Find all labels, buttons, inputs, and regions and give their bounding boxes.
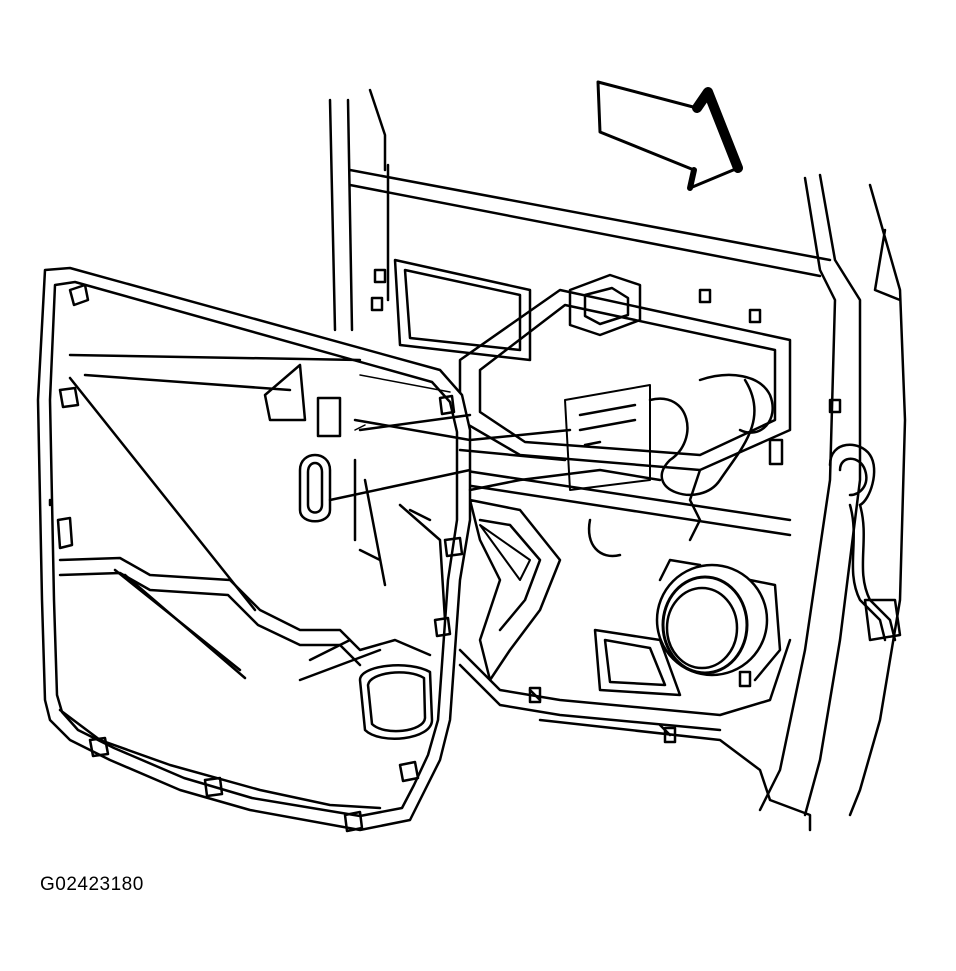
speaker bbox=[655, 558, 782, 682]
wiring-harness bbox=[353, 418, 662, 558]
figure-id-label: G02423180 bbox=[40, 874, 144, 895]
direction-arrow-icon bbox=[596, 80, 743, 191]
door-trim-panel bbox=[36, 266, 472, 833]
door-frame bbox=[328, 88, 907, 832]
